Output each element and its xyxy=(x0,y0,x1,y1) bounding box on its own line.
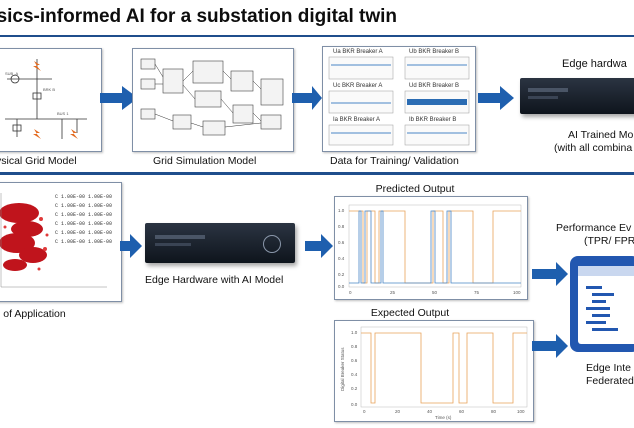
table-row: C 1.00E-00 1.00E-00 xyxy=(55,221,113,227)
y-tick: 0.2 xyxy=(338,272,345,277)
table-row: C 1.00E-00 1.00E-00 xyxy=(55,230,113,236)
code-document-icon xyxy=(570,256,634,352)
ai-trained-model-sublabel: (with all combina xyxy=(554,142,633,154)
expected-output-title: Expected Output xyxy=(370,307,450,319)
ai-trained-model-label: AI Trained Mo xyxy=(568,129,634,141)
arrow-right-icon xyxy=(292,86,322,110)
training-data-label: Data for Training/ Validation xyxy=(330,155,459,167)
x-tick: 0 xyxy=(349,290,352,295)
arrow-right-icon xyxy=(478,86,514,110)
y-tick: 0.0 xyxy=(338,284,345,289)
svg-text:BRK B: BRK B xyxy=(43,87,55,92)
performance-eval-sublabel: (TPR/ FPR xyxy=(584,235,634,247)
table-row: C 1.00E-00 1.00E-00 xyxy=(55,239,113,245)
x-tick: 100 xyxy=(513,290,521,295)
arrow-right-icon xyxy=(532,262,568,286)
x-tick: 20 xyxy=(395,409,401,414)
predicted-output-plot: 1.0 0.8 0.6 0.4 0.2 0.0 0 25 50 75 100 xyxy=(338,204,522,295)
x-tick: 50 xyxy=(432,290,438,295)
plot-title: Ua BKR Breaker A xyxy=(333,49,383,55)
training-data-plots xyxy=(328,56,470,146)
predicted-output-chart: 1.0 0.8 0.6 0.4 0.2 0.0 0 25 50 75 100 xyxy=(334,196,528,300)
physical-grid-model-label: ysical Grid Model xyxy=(0,155,77,167)
y-axis-label: Digital Breaker Status xyxy=(340,347,345,391)
arrow-right-icon xyxy=(120,234,142,258)
grid-simulation-model-label: Grid Simulation Model xyxy=(153,155,257,167)
arrow-right-icon xyxy=(532,334,568,358)
training-data-panel: Ua BKR Breaker A Ub BKR Breaker B Uc BKR… xyxy=(322,46,476,152)
x-tick: 40 xyxy=(427,409,433,414)
arrow-right-icon xyxy=(305,234,333,258)
y-tick: 0.2 xyxy=(351,386,358,391)
plot-title: Uc BKR Breaker A xyxy=(333,83,383,89)
edge-hardware-ai-label: Edge Hardware with AI Model xyxy=(145,274,284,286)
y-tick: 0.8 xyxy=(351,344,358,349)
x-tick: 0 xyxy=(363,409,366,414)
simulation-block-diagram xyxy=(140,58,284,136)
edge-hardware-ai-device-image xyxy=(145,223,295,263)
edge-hardware-device-image xyxy=(520,78,634,114)
expected-output-plot: 1.0 0.8 0.6 0.4 0.2 0.0 0 20 40 60 80 10… xyxy=(340,326,528,420)
application-visual-panel: C 1.00E-00 1.00E-00 C 1.00E-00 1.00E-00 … xyxy=(0,182,122,302)
table-row: C 1.00E-00 1.00E-00 xyxy=(55,212,113,218)
plot-title: Ud BKR Breaker B xyxy=(409,83,460,89)
application-label: l of Application xyxy=(0,308,66,320)
edge-hardware-header: Edge hardwa xyxy=(562,58,627,70)
y-tick: 1.0 xyxy=(338,208,345,213)
arrow-right-icon xyxy=(100,86,138,110)
title-divider xyxy=(0,35,634,37)
expected-output-chart: 1.0 0.8 0.6 0.4 0.2 0.0 0 20 40 60 80 10… xyxy=(334,320,534,422)
plot-title: Ub BKR Breaker B xyxy=(409,49,460,55)
y-tick: 1.0 xyxy=(351,330,358,335)
summary-table: C 1.00E-00 1.00E-00 C 1.00E-00 1.00E-00 … xyxy=(55,193,112,247)
y-tick: 0.6 xyxy=(351,358,358,363)
x-tick: 25 xyxy=(390,290,396,295)
performance-eval-label: Performance Ev xyxy=(556,222,632,234)
page-title: ysics-informed AI for a substation digit… xyxy=(0,6,398,27)
x-tick: 75 xyxy=(474,290,480,295)
grid-simulation-model-panel xyxy=(132,48,294,152)
plot-title: Ia BKR Breaker A xyxy=(333,117,381,123)
fault-scatter-plot xyxy=(0,193,107,288)
svg-text:BUS 1: BUS 1 xyxy=(57,111,69,116)
y-tick: 0.4 xyxy=(351,372,358,377)
y-tick: 0.8 xyxy=(338,224,345,229)
table-row: C 1.00E-00 1.00E-00 xyxy=(55,203,113,209)
edge-integration-sublabel: Federated xyxy=(586,375,634,387)
y-tick: 0.6 xyxy=(338,240,345,245)
y-tick: 0.0 xyxy=(351,402,358,407)
predicted-output-title: Predicted Output xyxy=(375,183,455,195)
edge-integration-label: Edge Inte xyxy=(586,362,631,374)
physical-grid-model-panel: SUB_A BRK B BUS 1 xyxy=(0,48,102,152)
section-divider xyxy=(0,172,634,175)
x-tick: 60 xyxy=(459,409,465,414)
x-tick: 100 xyxy=(517,409,525,414)
plot-title: Ib BKR Breaker B xyxy=(409,117,457,123)
x-axis-label: Time (s) xyxy=(435,415,452,420)
dense-signal-band xyxy=(407,99,467,105)
table-row: C 1.00E-00 1.00E-00 xyxy=(55,194,113,200)
svg-text:SUB_A: SUB_A xyxy=(5,71,18,76)
y-tick: 0.4 xyxy=(338,256,345,261)
single-line-diagram: SUB_A BRK B BUS 1 xyxy=(5,59,87,139)
x-tick: 80 xyxy=(491,409,497,414)
